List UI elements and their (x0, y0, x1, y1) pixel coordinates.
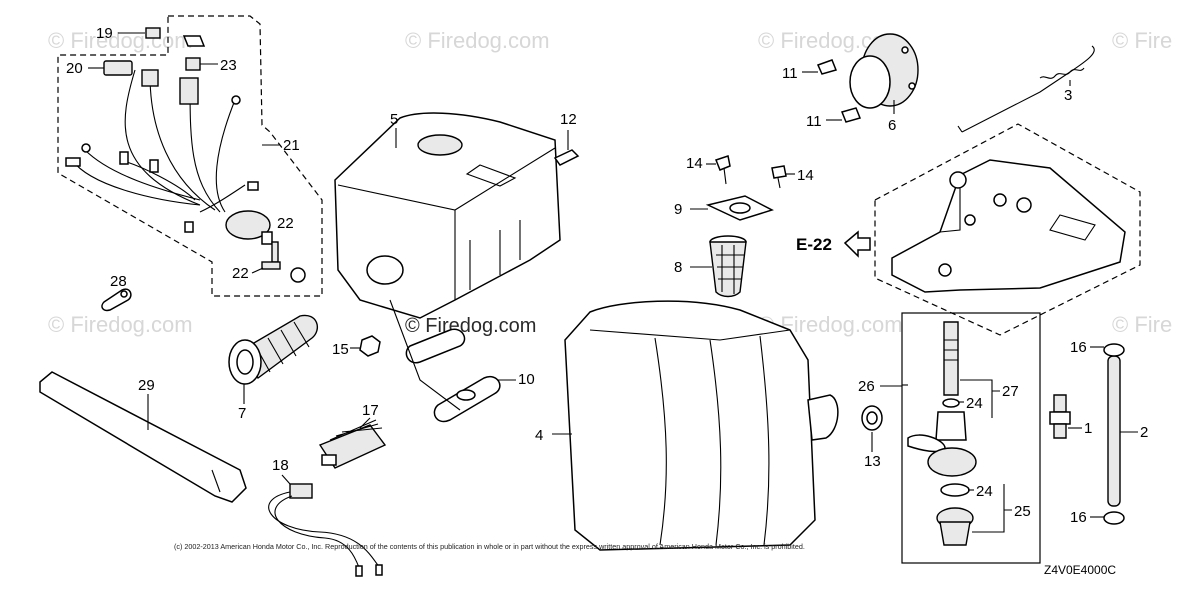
watermark-text: © Firedog.com (405, 315, 536, 337)
fuse-19 (145, 27, 161, 39)
callout-2: 2 (1140, 424, 1148, 441)
screw-14 (715, 155, 731, 171)
callout-20: 20 (66, 60, 83, 77)
tank-outlet (807, 394, 839, 441)
callout-27: 27 (1002, 383, 1019, 400)
callout-29: 29 (138, 377, 155, 394)
screw-11 (816, 59, 838, 75)
fuse-cover (182, 35, 206, 47)
wire-harness-group-outline (57, 15, 323, 297)
fuel-fitting-1 (1049, 394, 1071, 439)
rectifier-17 (318, 419, 387, 469)
watermark-text: © Fire (1112, 312, 1172, 337)
callout-22: 22 (277, 215, 294, 232)
reference-label: E-22 (796, 235, 832, 254)
fuse-23 (185, 57, 201, 71)
harness-18 (268, 483, 383, 577)
watermark-text: © Fire (1112, 28, 1172, 53)
tube-clip-16 (1103, 343, 1125, 357)
wire-harness-21 (65, 69, 273, 245)
terminal-22 (261, 261, 281, 270)
callout-12: 12 (560, 111, 577, 128)
reference-arrow (843, 230, 871, 258)
callout-22: 22 (232, 265, 249, 282)
grommet (290, 267, 306, 283)
callout-11: 11 (806, 113, 822, 130)
callout-1: 1 (1084, 420, 1092, 437)
callout-21: 21 (283, 137, 300, 154)
callout-17: 17 (362, 402, 379, 419)
terminal-22 (271, 241, 279, 263)
callout-11: 11 (782, 65, 798, 82)
watermark-text: © Firedog.com (48, 28, 193, 53)
control-bracket (891, 159, 1126, 293)
callout-13: 13 (864, 453, 881, 470)
fuel-cap-6 (849, 33, 919, 109)
nut-15 (359, 335, 381, 357)
callout-24: 24 (976, 483, 993, 500)
callout-5: 5 (390, 111, 398, 128)
callout-4: 4 (535, 427, 543, 444)
screw-14 (771, 165, 787, 179)
fuel-tube-2 (1107, 355, 1121, 507)
tube-clip-16 (1103, 511, 1125, 525)
gasket (405, 328, 466, 364)
copyright-notice: (c) 2002-2013 American Honda Motor Co., … (174, 542, 805, 551)
callout-8: 8 (674, 259, 682, 276)
callout-16: 16 (1070, 339, 1087, 356)
bracket-group-outline (874, 123, 1141, 336)
callout-18: 18 (272, 457, 289, 474)
bolt-12 (553, 149, 580, 166)
watermark-text: © Firedog.com (48, 312, 193, 337)
fuel-tank-neck (366, 255, 404, 285)
callout-10: 10 (518, 371, 535, 388)
callout-19: 19 (96, 25, 113, 42)
callout-23: 23 (220, 57, 237, 74)
callout-28: 28 (110, 273, 127, 290)
callout-3: 3 (1064, 87, 1072, 104)
fuel-valve-26 (907, 321, 977, 546)
screw-11 (840, 107, 862, 123)
callout-26: 26 (858, 378, 875, 395)
watermark-text: © Firedog.com (405, 28, 550, 53)
callout-14: 14 (797, 167, 814, 184)
callout-15: 15 (332, 341, 349, 358)
callout-7: 7 (238, 405, 246, 422)
control-rod-3 (957, 45, 1095, 133)
callout-16: 16 (1070, 509, 1087, 526)
callout-25: 25 (1014, 503, 1031, 520)
callout-14: 14 (686, 155, 703, 172)
fuse-holder-20 (103, 60, 133, 76)
tank-shell-4 (564, 300, 816, 551)
diagram-code: Z4V0E4000C (1044, 563, 1116, 577)
fuel-strainer-7 (228, 314, 319, 385)
fuel-valve-group-box (901, 312, 1041, 564)
callout-9: 9 (674, 201, 682, 218)
spark-plug-wrench-29 (39, 371, 247, 503)
callout-6: 6 (888, 117, 896, 134)
callout-24: 24 (966, 395, 983, 412)
fuel-filter-8 (709, 235, 747, 298)
